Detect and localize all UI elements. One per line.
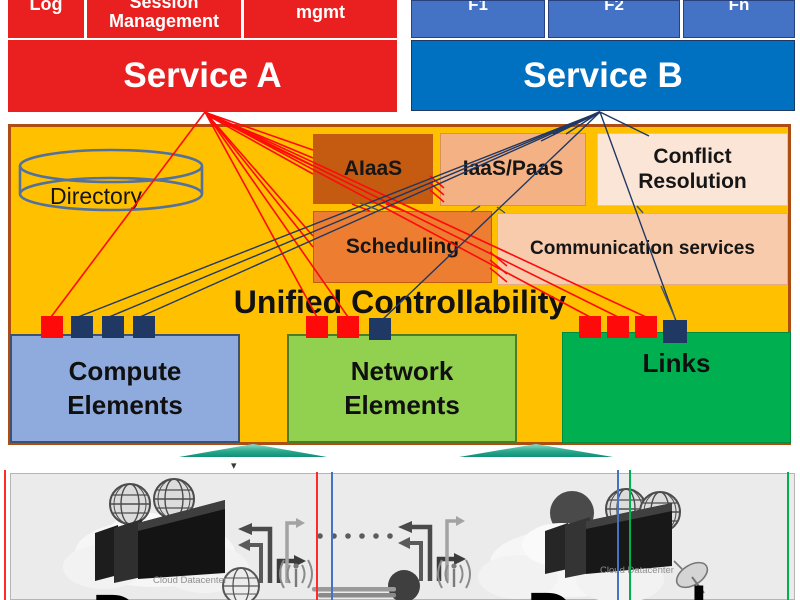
module-conflict-resolution-label: Conflict Resolution [638,145,747,193]
guide-line-red [316,472,318,600]
module-iaas-paas: IaaS/PaaS [440,133,586,206]
service-a-sub-mgmt-label: mgmt [296,2,345,22]
module-communication-services-label: Communication services [530,238,755,260]
connector-square-navy [71,316,93,338]
guide-line-blue [331,472,333,600]
resource-compute-elements-label: Compute Elements [67,355,183,420]
service-b-sub-fn-label: Fn [728,0,750,14]
partial-letter: D [527,583,573,600]
service-a-sub-session-management: Session Management [87,0,241,38]
connector-square-red [337,316,359,338]
module-aiaas-label: AIaaS [343,156,403,180]
guide-line-blue [617,470,619,600]
service-b-sub-f1-label: F1 [468,0,488,14]
resource-links: Links [562,332,791,443]
resource-network-elements: Network Elements [287,334,517,443]
connector-square-navy [663,320,687,343]
resource-compute-elements: Compute Elements [10,334,240,443]
connector-square-red [607,316,629,338]
up-arrow-icon [179,444,327,457]
guide-line-green [787,472,789,600]
connector-square-red [306,316,328,338]
service-b-sub-f1: F1 [411,0,545,38]
service-a-sub-mgmt: mgmt [244,0,397,38]
connector-square-red [579,316,601,338]
guide-line-red [4,470,6,600]
cloud-datacenter-caption: Cloud Datacenter [600,565,674,576]
module-scheduling-label: Scheduling [345,234,460,258]
module-iaas-paas-label: IaaS/PaaS [462,157,564,181]
connector-square-red [41,316,63,338]
partial-letter: D [92,585,138,600]
pointer-marker-icon: ▾ [231,460,237,472]
service-b-label: Service B [523,55,683,95]
service-a-sub-log: Log [8,0,84,38]
resource-links-label: Links [642,348,711,378]
service-a-label: Service A [123,56,282,95]
guide-line-green [629,470,631,600]
service-a-sub-log-label: Log [29,0,63,14]
cloud-datacenter-caption: Cloud Datacenter [153,575,227,586]
service-b-sub-fn: Fn [683,0,795,38]
service-b-block: Service B [411,40,795,111]
connector-square-navy [102,316,124,338]
service-a-sub-session-management-label: Session Management [108,0,220,31]
partial-letter: l [690,578,708,600]
module-conflict-resolution: Conflict Resolution [597,133,788,206]
connector-square-navy [369,318,391,340]
service-a-block: Service A [8,40,397,112]
service-b-sub-f2-label: F2 [604,0,624,14]
directory-label: Directory [50,183,143,209]
module-aiaas: AIaaS [313,134,433,204]
up-arrow-icon [459,444,613,457]
connector-square-navy [133,316,155,338]
resource-network-elements-label: Network Elements [344,355,460,420]
connector-square-red [635,316,657,338]
module-scheduling: Scheduling [313,211,492,283]
service-b-sub-f2: F2 [548,0,680,38]
module-communication-services: Communication services [497,213,788,285]
